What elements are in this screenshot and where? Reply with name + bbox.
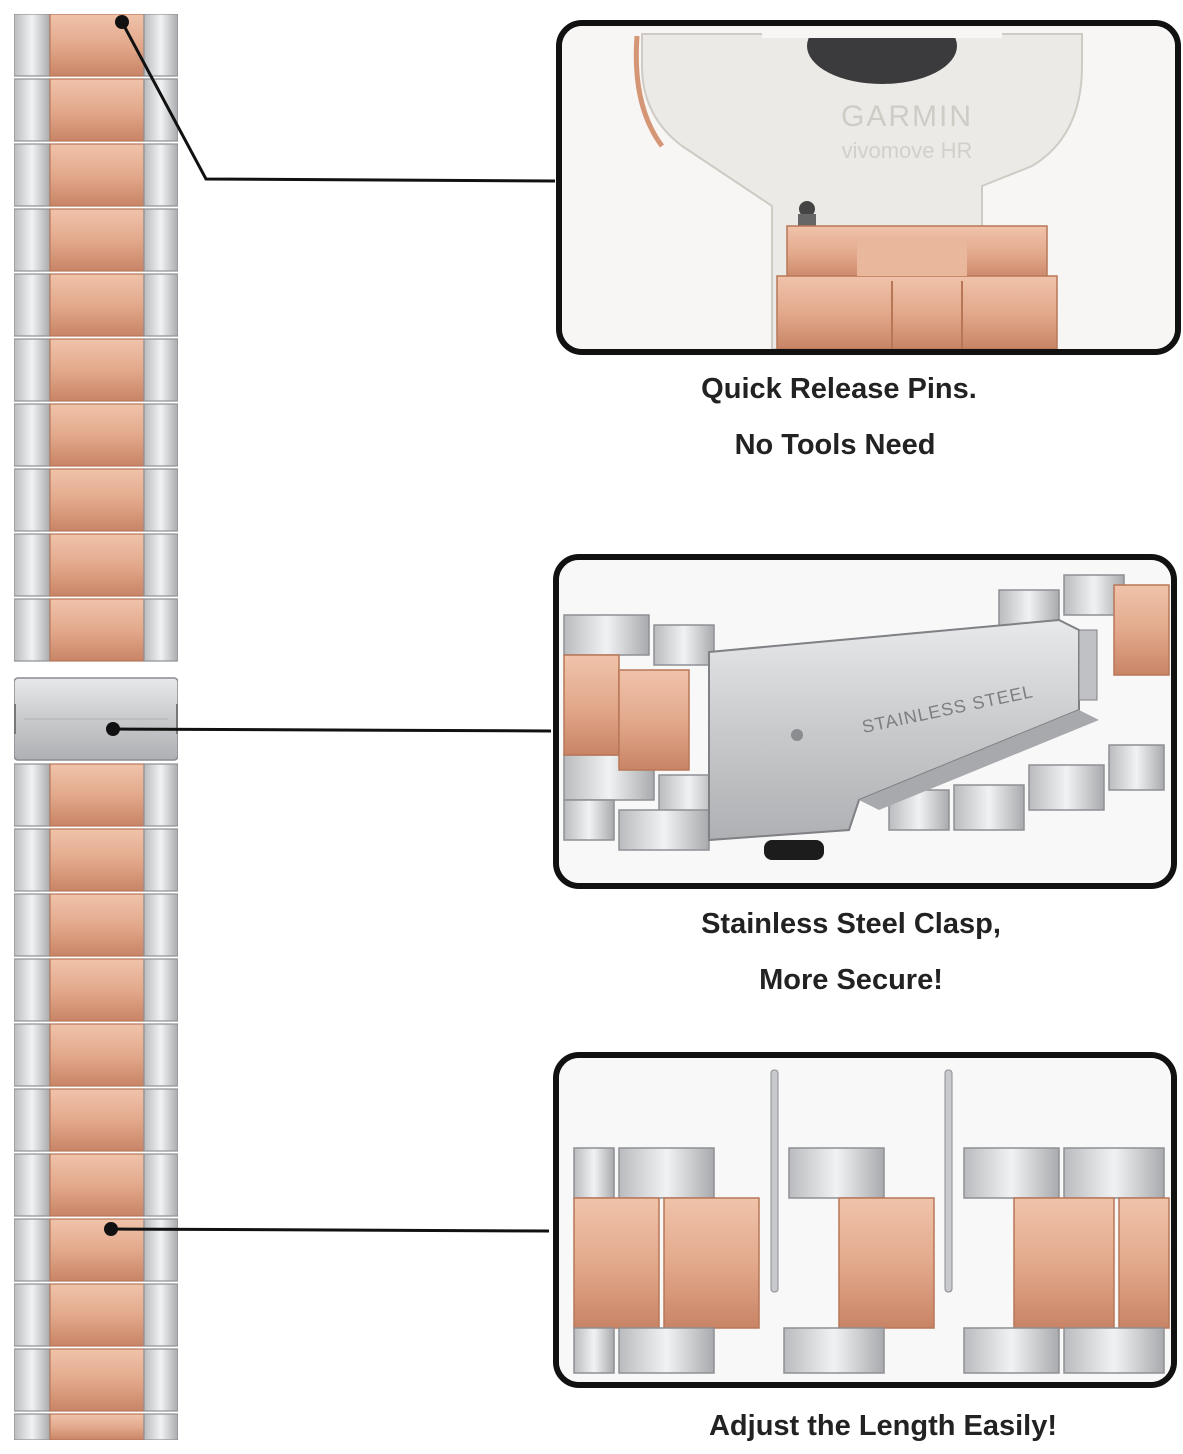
caption-quick-release-line1: Quick Release Pins. [701,373,977,405]
brand-engraving: GARMIN [841,100,973,133]
removable-links-illustration [559,1058,1171,1382]
caption-quick-release-line2: No Tools Need [734,429,936,461]
model-engraving: vivomove HR [842,138,973,163]
clasp-illustration: STAINLESS STEEL [559,560,1171,883]
watch-case-pin-illustration: GARMIN vivomove HR [562,26,1175,349]
caption-clasp-line2: More Secure! [759,964,943,996]
caption-adjust-length: Adjust the Length Easily! [708,1410,1058,1442]
stainless-steel-clasp-panel: STAINLESS STEEL [553,554,1177,889]
caption-clasp-line1: Stainless Steel Clasp, [701,908,1001,940]
band-illustration [8,13,184,1441]
quick-release-pins-panel: GARMIN vivomove HR [556,20,1181,355]
watch-band-image [8,13,184,1441]
adjust-length-panel [553,1052,1177,1388]
